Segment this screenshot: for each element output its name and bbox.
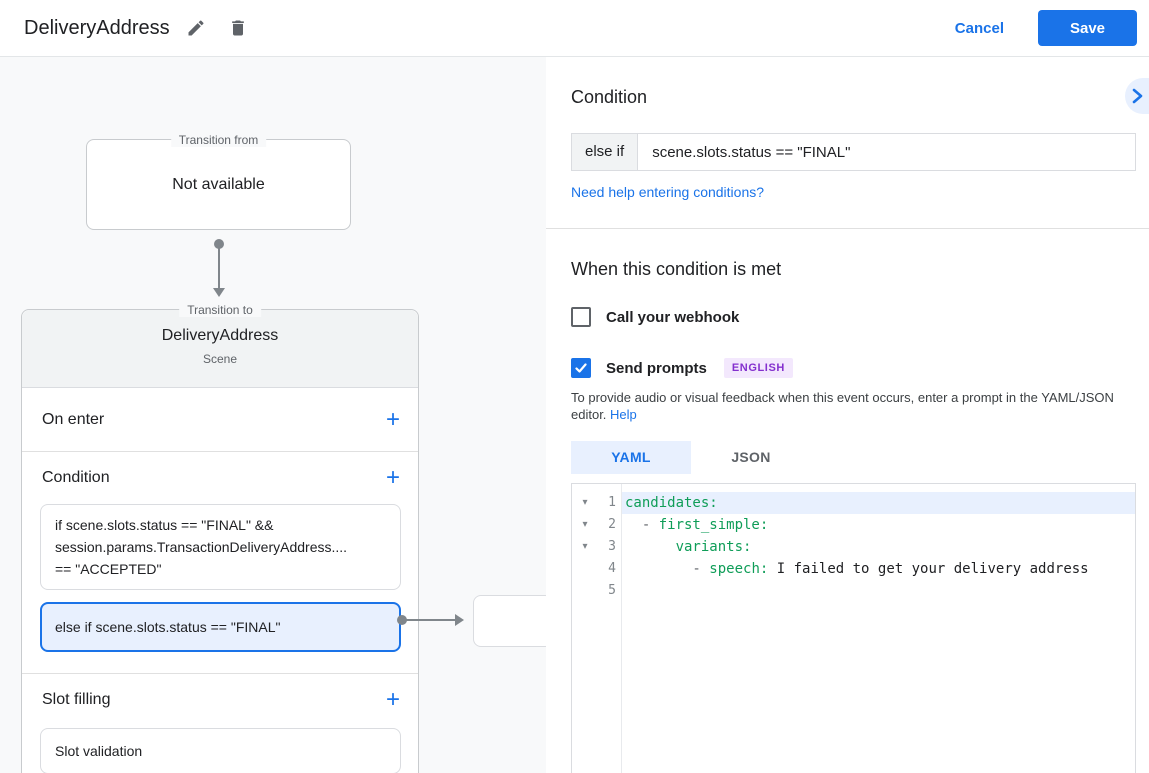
fold-arrow-icon[interactable]: ▾ [582,519,588,530]
slot-item[interactable]: Slot validation [40,728,401,773]
transition-from-value: Not available [172,175,265,193]
panel-title: Condition [571,87,648,107]
when-condition-title: When this condition is met [571,259,782,279]
condition-expression-input[interactable] [638,134,1135,170]
line-number: 1 [608,495,616,510]
help-link[interactable]: Help [610,407,637,422]
yaml-value: I failed to get your delivery address [768,561,1089,577]
add-condition-button[interactable]: + [385,464,400,491]
connector-arrowhead-icon [213,288,225,297]
send-prompts-checkbox[interactable] [571,358,591,378]
condition-section: Condition + if scene.slots.status == "FI… [22,452,418,674]
prompts-description-text: To provide audio or visual feedback when… [571,390,1114,422]
top-bar: DeliveryAddress Cancel Save [0,0,1149,57]
yaml-dash: - [625,517,659,533]
checkmark-icon [575,362,587,373]
pencil-icon [188,20,204,36]
condition-detail-panel: Condition else if Need help entering con… [546,57,1149,773]
condition-prefix-label: else if [572,134,639,170]
line-number: 5 [608,583,616,598]
line-number: 3 [608,539,616,554]
transition-from-legend: Transition from [170,133,267,147]
code-line[interactable]: 5 [572,580,1135,602]
slot-filling-section: Slot filling + Slot validation Transacti… [22,674,418,773]
scene-diagram-panel: Transition from Not available Transition… [0,57,553,773]
send-prompts-option-row: Send prompts ENGLISH [571,358,1136,378]
transition-to-legend: Transition to [179,303,261,317]
collapse-panel-button[interactable] [1125,78,1149,114]
yaml-key: candidates: [625,495,718,511]
language-badge: ENGLISH [723,358,793,378]
page-title: DeliveryAddress [24,16,170,39]
tab-json[interactable]: JSON [731,449,771,465]
slot-filling-label: Slot filling [42,691,111,708]
gutter-separator [621,484,622,773]
connector-line [218,244,220,289]
yaml-indent [625,539,676,555]
condition-expression-row: else if [571,133,1136,171]
code-line[interactable]: ▾ 1 candidates: [572,492,1135,514]
transition-from-box: Transition from Not available [86,133,351,230]
fold-spacer [572,558,598,580]
prompts-description: To provide audio or visual feedback when… [571,389,1136,423]
webhook-checkbox[interactable] [571,307,591,327]
yaml-key: variants: [675,539,752,555]
save-button[interactable]: Save [1038,10,1137,46]
scene-card: Transition to DeliveryAddress Scene On e… [21,303,419,773]
delete-scene-button[interactable] [222,12,254,44]
send-prompts-label: Send prompts [606,359,707,377]
code-line[interactable]: ▾ 3 variants: [572,536,1135,558]
chevron-right-icon [1132,88,1143,104]
connector-dot [397,615,407,625]
on-enter-label: On enter [42,410,105,428]
cancel-button[interactable]: Cancel [939,12,1020,45]
on-enter-section: On enter + [22,388,418,452]
editor-format-tabs: YAML JSON [571,441,1136,474]
scene-card-header: DeliveryAddress Scene [22,310,418,388]
edit-title-button[interactable] [180,12,212,44]
condition-help-link[interactable]: Need help entering conditions? [571,184,765,200]
code-line[interactable]: ▾ 2 - first_simple: [572,514,1135,536]
code-line[interactable]: 4 - speech: I failed to get your deliver… [572,558,1135,580]
fold-arrow-icon[interactable]: ▾ [582,541,588,552]
add-slot-button[interactable]: + [385,686,400,713]
webhook-option-row: Call your webhook [571,307,1136,327]
fold-arrow-icon[interactable]: ▾ [582,497,588,508]
yaml-code-editor[interactable]: ▾ 1 candidates: ▾ 2 - first_simple: ▾ 3 … [571,483,1136,773]
scene-name: DeliveryAddress [161,327,279,344]
transition-target-box [473,595,553,647]
yaml-dash: - [625,561,710,577]
webhook-label: Call your webhook [606,308,740,326]
scene-type-label: Scene [202,352,238,366]
condition-section-label: Condition [42,469,110,486]
condition-item-selected[interactable]: else if scene.slots.status == "FINAL" [40,602,401,652]
connector-arrowhead-icon [455,614,464,626]
section-divider [546,228,1149,229]
line-number: 2 [608,517,616,532]
yaml-key: first_simple: [658,517,769,533]
tab-yaml[interactable]: YAML [571,441,691,474]
line-number: 4 [608,561,616,576]
fold-spacer [572,580,598,602]
connector-line [404,619,456,621]
trash-icon [231,20,244,36]
add-on-enter-button[interactable]: + [385,405,400,433]
yaml-key: speech: [709,561,769,577]
condition-item[interactable]: if scene.slots.status == "FINAL" && sess… [40,504,401,590]
